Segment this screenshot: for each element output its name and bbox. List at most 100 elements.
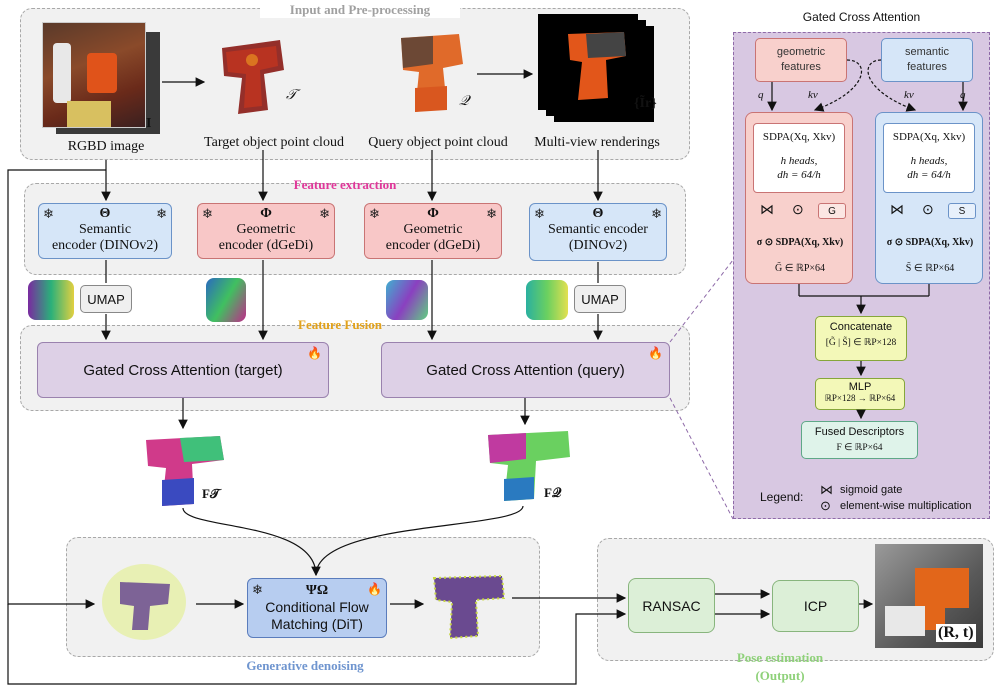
pose-result-symbol: (R, t) [936, 624, 976, 642]
section-title-pose-1: Pose estimation [736, 650, 824, 665]
gated-expr-left: σ ⊙ SDPA(Xq, Xkv) [756, 237, 844, 248]
legend-title: Legend: [760, 490, 804, 504]
ransac-box: RANSAC [628, 578, 715, 633]
section-title-input: Input and Pre-processing [260, 2, 460, 18]
sem-feat-line1: semantic [904, 46, 950, 58]
fused-query-symbol: F𝒬 [544, 485, 562, 500]
cfm-box: ❄ 🔥 ΨΩ Conditional Flow Matching (DiT) [247, 578, 387, 638]
noisy-point-cloud [98, 560, 190, 644]
semantic-feature-thumb-target [28, 280, 74, 320]
multiply-icon: ⊙ [792, 201, 804, 217]
encoder-line1: Semantic [78, 222, 132, 237]
heads-label: h heads, [780, 155, 818, 167]
snowflake-icon: ❄ [651, 206, 662, 221]
gca-query: Gated Cross Attention (query) 🔥 [381, 342, 670, 398]
sigmoid-gate-icon: ⋈ [890, 201, 904, 217]
concat-expr: [G̃ | S̃] ∈ ℝP×128 [825, 338, 897, 348]
sigmoid-gate-icon: ⋈ [820, 482, 833, 497]
gca-target-label: Gated Cross Attention (target) [83, 361, 283, 379]
geo-feat-line1: geometric [776, 46, 826, 58]
cfm-line1: Conditional Flow [265, 599, 369, 615]
target-point-cloud: 𝒯 [212, 30, 297, 116]
gca-panel-title: Gated Cross Attention [802, 10, 921, 24]
snowflake-icon: ❄ [369, 206, 380, 221]
semantic-encoder-query: ❄ ❄ Θ Semantic encoder (DINOv2) [529, 203, 667, 261]
semantic-feature-thumb-query [526, 280, 568, 320]
rgbd-image: I [42, 22, 160, 134]
sdpa-label: SDPA(Xq, Xkv) [892, 131, 966, 143]
encoder-line2: encoder (dGeDi) [218, 238, 314, 253]
concat-title: Concatenate [829, 321, 893, 333]
section-title-feature-extraction: Feature extraction [293, 177, 397, 192]
dh-label: dh = 64/h [777, 169, 821, 181]
geometric-feature-thumb-query [386, 280, 428, 320]
mlp-title: MLP [848, 381, 872, 393]
snowflake-icon: ❄ [202, 206, 213, 221]
semantic-branch: SDPA(Xq, Xkv) h heads, dh = 64/h ⋈ ⊙ S σ… [875, 112, 983, 284]
snowflake-icon: ❄ [486, 206, 497, 221]
sdpa-box: SDPA(Xq, Xkv) h heads, dh = 64/h [883, 123, 975, 193]
umap-box-query: UMAP [574, 285, 626, 313]
gca-query-label: Gated Cross Attention (query) [426, 361, 625, 379]
flame-icon: 🔥 [648, 346, 663, 360]
q-label-left: q [758, 89, 764, 101]
s-box: S [948, 203, 976, 219]
s-out: S̃ ∈ ℝP×64 [905, 263, 955, 274]
fused-descriptors-box: Fused Descriptors F ∈ ℝP×64 [801, 421, 918, 459]
fused-query-cloud: F𝒬 [480, 425, 580, 505]
target-caption: Target object point cloud [204, 135, 344, 150]
semantic-features-box: semantic features [881, 38, 973, 82]
sdpa-box: SDPA(Xq, Xkv) h heads, dh = 64/h [753, 123, 845, 193]
fused-expr: F ∈ ℝP×64 [836, 443, 883, 453]
encoder-line1: Geometric [403, 222, 463, 237]
query-caption: Query object point cloud [368, 135, 508, 150]
section-title-pose-2: (Output) [755, 668, 805, 683]
encoder-line2: (DINOv2) [568, 238, 628, 253]
geometric-branch: SDPA(Xq, Xkv) h heads, dh = 64/h ⋈ ⊙ G σ… [745, 112, 853, 284]
snowflake-icon: ❄ [43, 206, 54, 221]
umap-box-target: UMAP [80, 285, 132, 313]
legend-mult: element-wise multiplication [840, 500, 972, 512]
multiply-icon: ⊙ [820, 498, 831, 513]
encoder-line2: encoder (dGeDi) [385, 238, 481, 253]
multiply-icon: ⊙ [922, 201, 934, 217]
rgbd-symbol: I [146, 116, 152, 131]
target-symbol: 𝒯 [286, 88, 297, 103]
denoised-point-cloud [428, 570, 508, 640]
snowflake-icon: ❄ [156, 206, 167, 221]
mlp-expr: ℝP×128 → ℝP×64 [824, 393, 896, 403]
fused-target-symbol: F𝒯 [202, 486, 220, 501]
legend-gate: sigmoid gate [840, 484, 903, 496]
section-title-generative: Generative denoising [246, 658, 364, 673]
rgbd-caption: RGBD image [67, 139, 145, 154]
encoder-line1: Geometric [236, 222, 296, 237]
legend: Legend: ⋈ sigmoid gate ⊙ element-wise mu… [760, 480, 986, 516]
fused-target-cloud: F𝒯 [140, 430, 230, 508]
sdpa-label: SDPA(Xq, Xkv) [762, 131, 836, 143]
section-title-feature-fusion: Feature Fusion [298, 317, 382, 332]
encoder-line1: Semantic encoder [548, 222, 648, 237]
encoder-line2: encoder (DINOv2) [51, 238, 159, 253]
cfm-symbol: ΨΩ [305, 583, 329, 598]
kv-label-left: kv [808, 89, 818, 101]
geometric-encoder-query: ❄ ❄ Φ Geometric encoder (dGeDi) [364, 203, 502, 259]
geometric-feature-thumb-target [206, 278, 246, 322]
views-caption: Multi-view renderings [534, 135, 660, 150]
g-box: G [818, 203, 846, 219]
snowflake-icon: ❄ [534, 206, 545, 221]
encoder-symbol: Φ [427, 206, 439, 221]
icp-box: ICP [772, 580, 859, 632]
semantic-encoder-target: ❄ ❄ Θ Semantic encoder (DINOv2) [38, 203, 172, 259]
heads-label: h heads, [910, 155, 948, 167]
concatenate-box: Concatenate [G̃ | S̃] ∈ ℝP×128 [815, 316, 907, 361]
gca-target: Gated Cross Attention (target) 🔥 [37, 342, 329, 398]
snowflake-icon: ❄ [319, 206, 330, 221]
query-symbol: 𝒬 [459, 94, 470, 109]
sem-feat-line2: features [907, 61, 947, 73]
gated-expr-right: σ ⊙ SDPA(Xq, Xkv) [886, 237, 974, 248]
encoder-symbol: Θ [592, 206, 604, 221]
geometric-encoder-target: ❄ ❄ Φ Geometric encoder (dGeDi) [197, 203, 335, 259]
flame-icon: 🔥 [307, 346, 322, 360]
dh-label: dh = 64/h [907, 169, 951, 181]
query-point-cloud: 𝒬 [393, 28, 473, 120]
